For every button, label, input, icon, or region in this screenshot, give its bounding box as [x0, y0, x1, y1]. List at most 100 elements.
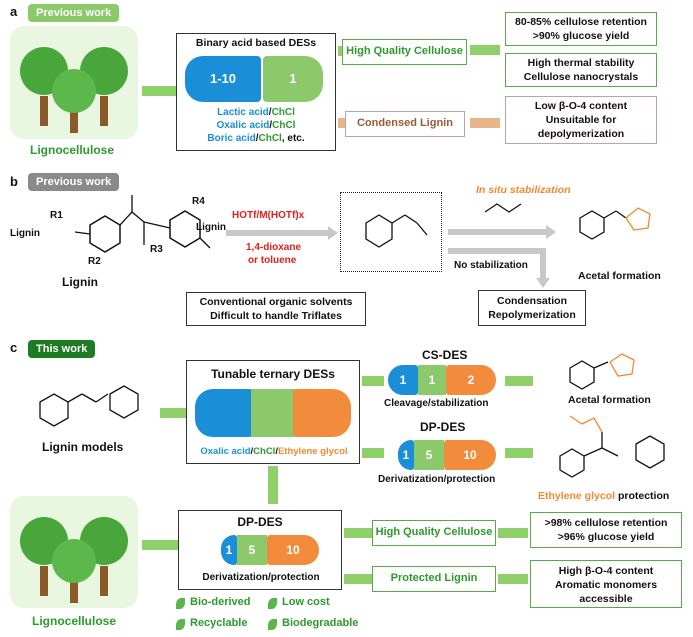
tunable-des-title: Tunable ternary DESs — [211, 367, 335, 381]
acid-line-3: Boric acid/ChCl, etc. — [181, 132, 331, 145]
arrow-c-down — [268, 466, 278, 504]
leaf-icon-3 — [176, 619, 185, 630]
result-c1-line-2: >96% glucose yield — [557, 531, 655, 543]
tree-illustration-a — [10, 26, 138, 139]
acetal-structure-c — [569, 353, 635, 390]
feature-recyclable: Recyclable — [190, 617, 248, 629]
ternary-green-pill — [251, 389, 295, 437]
previous-work-tag-a: Previous work — [28, 4, 120, 22]
arrow-a-4 — [470, 45, 500, 55]
arrow-c-1 — [160, 408, 186, 418]
dp-box-pill-1: 1 — [221, 535, 237, 565]
stab-arrowhead — [546, 225, 556, 239]
ternary-sep-1: / — [250, 446, 254, 457]
condensation-line-1: Condensation — [497, 295, 567, 307]
lignin-model-structure — [39, 385, 139, 427]
aldehyde-structure — [365, 214, 428, 248]
eg-protection-name: Ethylene glycol — [538, 490, 616, 502]
cs-pill-1: 1 — [388, 365, 418, 395]
dp-des-box: DP-DES 1 5 10 Derivatization/protection — [178, 510, 342, 590]
lignin-left-label: Lignin — [10, 228, 40, 239]
lignocellulose-label-a: Lignocellulose — [30, 143, 115, 157]
result-c-box-2: High β-O-4 content Aromatic monomers acc… — [530, 560, 682, 608]
cs-caption: Cleavage/stabilization — [384, 398, 489, 409]
panel-b-label: b — [10, 174, 18, 189]
result-1-line-2: >90% glucose yield — [532, 30, 630, 42]
no-stab-line — [448, 248, 546, 254]
arrow-a-1 — [142, 86, 176, 96]
arrow-c-2 — [142, 540, 178, 550]
dp-des-title: DP-DES — [420, 420, 466, 434]
result-3-line-3: depolymerization — [537, 128, 625, 140]
acid-2-sep: / — [269, 120, 273, 131]
r2-label: R2 — [88, 256, 101, 267]
acetal-label-c: Acetal formation — [568, 394, 651, 406]
r4-label: R4 — [192, 196, 205, 207]
conventional-solvents-box: Conventional organic solvents Difficult … — [186, 292, 366, 326]
dp-caption: Derivatization/protection — [378, 474, 496, 485]
trees-icon-c — [20, 517, 128, 603]
cs-pill-3: 2 — [446, 365, 496, 395]
ternary-orange-pill — [293, 389, 351, 437]
dp-box-pill-2: 5 — [237, 535, 267, 565]
aldehyde-intermediate-box — [340, 192, 442, 272]
result-c1-line-1: >98% cellulose retention — [544, 517, 668, 529]
result-c2-line-1: High β-O-4 content — [558, 565, 654, 577]
arrow-c-4 — [344, 574, 372, 584]
condensed-lignin-box: Condensed Lignin — [345, 111, 465, 137]
lignocellulose-label-c: Lignocellulose — [32, 614, 117, 628]
tree-illustration-c — [10, 496, 138, 608]
cs-des-title: CS-DES — [422, 348, 468, 362]
dp-pill-2: 5 — [414, 440, 444, 470]
acid-3-chcl: ChCl — [258, 133, 282, 144]
acid-line-2: Oxalic acid/ChCl — [181, 119, 331, 132]
eg-protected-structure — [559, 415, 665, 478]
result-3-line-2: Unsuitable for — [545, 114, 617, 126]
acetal-label-b: Acetal formation — [578, 270, 661, 282]
ratio-left-pill: 1-10 — [185, 56, 261, 102]
arrow-a-5 — [470, 118, 500, 128]
result-1-line-1: 80-85% cellulose retention — [515, 16, 647, 28]
result-box-3: Low β-O-4 content Unsuitable for depolym… — [505, 96, 657, 144]
acid-1-sep: / — [268, 107, 272, 118]
panel-a-label: a — [10, 4, 18, 19]
acid-2-name: Oxalic acid — [216, 120, 270, 131]
dp-pill-3: 10 — [444, 440, 496, 470]
feature-biodegradable: Biodegradable — [282, 617, 359, 629]
arrow-c-5 — [498, 528, 528, 538]
ethylene-glycol-structure — [484, 203, 522, 213]
acid-3-sep: / — [255, 133, 259, 144]
acid-1-name: Lactic acid — [217, 107, 269, 118]
result-c2-line-3: accessible — [579, 593, 633, 605]
dp-box-pill-3: 10 — [267, 535, 319, 565]
protected-lignin-box: Protected Lignin — [372, 566, 496, 592]
result-box-2: High thermal stability Cellulose nanocry… — [505, 53, 657, 87]
insitu-label: In situ stabilization — [476, 184, 571, 196]
lignin-label: Lignin — [62, 275, 98, 289]
result-3-line-1: Low β-O-4 content — [534, 100, 628, 112]
arrow-c-dp2 — [505, 448, 533, 458]
stab-arrow — [448, 229, 546, 235]
result-box-1: 80-85% cellulose retention >90% glucose … — [505, 12, 657, 46]
this-work-tag: This work — [28, 340, 96, 358]
acid-3-etc: , etc. — [281, 133, 305, 144]
dp-box-title: DP-DES — [237, 515, 283, 529]
feature-bio-derived: Bio-derived — [190, 596, 251, 608]
lignin-models-label: Lignin models — [42, 440, 124, 454]
arrow-c-dp — [362, 448, 384, 458]
acid-line-1: Lactic acid/ChCl — [181, 106, 331, 119]
result-c-box-1: >98% cellulose retention >96% glucose yi… — [530, 512, 682, 548]
hq-cellulose-box-c: High Quality Cellulose — [372, 520, 496, 546]
arrow-c-3 — [344, 528, 372, 538]
previous-work-tag-b: Previous work — [28, 173, 120, 191]
ternary-oxalic: Oxalic acid — [200, 446, 251, 457]
reagent-solvent-1: 1,4-dioxane — [246, 242, 302, 253]
leaf-icon-1 — [176, 598, 185, 609]
arrow-c-6 — [498, 574, 528, 584]
cs-pill-2: 1 — [418, 365, 446, 395]
condensation-box: Condensation Repolymerization — [478, 290, 586, 326]
dp-box-caption: Derivatization/protection — [202, 572, 320, 583]
feature-low-cost: Low cost — [282, 596, 330, 608]
acid-2-chcl: ChCl — [272, 120, 296, 131]
ternary-sep-2: / — [275, 446, 278, 457]
